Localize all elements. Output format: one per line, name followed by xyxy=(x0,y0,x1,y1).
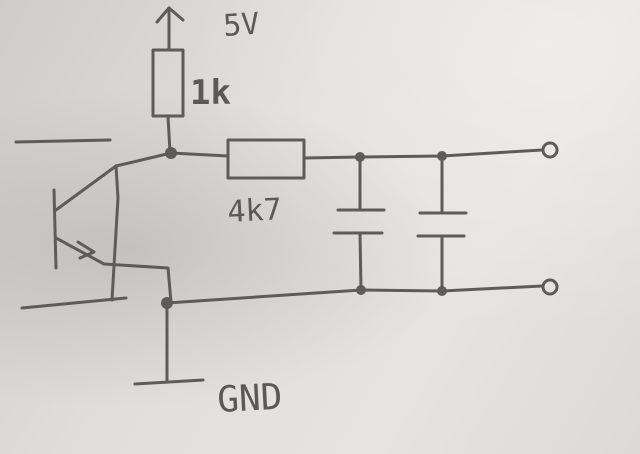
supply-label: 5V xyxy=(222,7,260,44)
collector-to-resistor-wire xyxy=(169,151,230,158)
output-top-wire xyxy=(302,148,544,160)
output-terminal-top xyxy=(541,141,559,159)
output-terminal-bottom xyxy=(541,278,559,296)
ground-symbol xyxy=(133,301,205,386)
supply-arrow xyxy=(155,6,185,52)
transistor xyxy=(14,138,173,310)
bottom-node-1 xyxy=(356,285,366,295)
series-resistor-label: 4k7 xyxy=(227,192,283,230)
series-resistor xyxy=(226,138,306,180)
pullup-resistor-label: 1k xyxy=(190,73,231,113)
pullup-resistor xyxy=(151,48,185,118)
capacitor-2 xyxy=(416,154,468,293)
bottom-node-2 xyxy=(437,286,447,296)
ground-label: GND xyxy=(216,377,283,421)
capacitor-1 xyxy=(332,155,386,292)
output-bottom-wire xyxy=(165,284,544,305)
pullup-to-collector-wire xyxy=(166,114,172,154)
